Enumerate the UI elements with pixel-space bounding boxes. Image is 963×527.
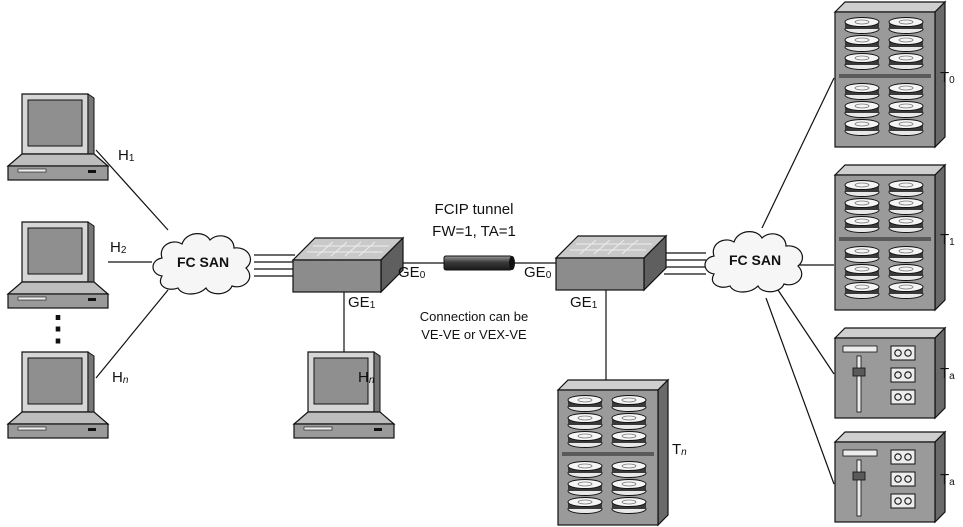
target-letter: T xyxy=(940,365,949,382)
link-h1-san xyxy=(95,149,169,231)
host-letter: H xyxy=(110,239,121,256)
tunnel-pipe-icon xyxy=(443,255,513,271)
target-ta-1: Ta xyxy=(834,327,955,419)
fc-san-right: FC SAN xyxy=(704,230,804,293)
svg-text:Ta: Ta xyxy=(940,471,955,488)
san-label: FC SAN xyxy=(729,252,781,268)
host-subscript: 1 xyxy=(129,153,135,164)
disk-array-icon xyxy=(835,165,945,310)
target-letter: T xyxy=(940,231,949,248)
target-t0: T0 xyxy=(835,2,955,147)
target-subscript: a xyxy=(949,477,955,488)
fcip-tunnel: FCIP tunnel FW=1, TA=1 Connection can be… xyxy=(420,201,528,342)
san-label: FC SAN xyxy=(177,254,229,270)
host-letter: H xyxy=(112,369,123,386)
tape-library-icon xyxy=(834,327,946,419)
laptop-icon xyxy=(7,221,109,309)
target-letter: T xyxy=(672,441,681,458)
target-subscript: a xyxy=(949,371,955,382)
link-sanr-ta1 xyxy=(777,289,835,375)
target-t1: T1 xyxy=(835,165,955,310)
switch-right xyxy=(555,235,667,291)
target-letter: T xyxy=(940,471,949,488)
host-letter: H xyxy=(118,147,129,164)
target-local-right: Tn xyxy=(558,380,687,525)
fc-san-left: FC SAN xyxy=(152,232,252,295)
link-sanr-ta2 xyxy=(765,297,835,485)
target-ta-2: Ta xyxy=(834,431,955,523)
host-hn: Hn xyxy=(7,351,129,439)
switch-left-ge1: GE1 xyxy=(348,294,376,311)
tunnel-end xyxy=(509,256,515,270)
link-sanr-t0 xyxy=(761,77,835,229)
svg-text:T1: T1 xyxy=(940,231,955,248)
links xyxy=(95,77,835,485)
laptop-icon xyxy=(293,351,395,439)
svg-text:Hn: Hn xyxy=(112,369,129,386)
tunnel-params: FW=1, TA=1 xyxy=(432,223,516,240)
host-subscript: n xyxy=(123,375,129,386)
host-h2: H2 xyxy=(7,221,127,309)
switch-left xyxy=(292,237,404,293)
svg-text:H1: H1 xyxy=(118,147,135,164)
svg-text:H2: H2 xyxy=(110,239,127,256)
disk-array-icon xyxy=(558,380,668,525)
host-h1: H1 xyxy=(7,93,135,181)
switch-right-ge1: GE1 xyxy=(570,294,598,311)
svg-text:T0: T0 xyxy=(940,69,955,86)
host-letter: H xyxy=(358,369,369,386)
tape-library-icon xyxy=(834,431,946,523)
disk-array-icon xyxy=(835,2,945,147)
switch-left-ge0: GE0 xyxy=(398,264,426,281)
target-subscript: n xyxy=(681,447,687,458)
tunnel-note-2: VE-VE or VEX-VE xyxy=(421,327,527,342)
svg-text:Ta: Ta xyxy=(940,365,955,382)
switch-icon xyxy=(292,237,404,293)
target-letter: T xyxy=(940,69,949,86)
target-subscript: 0 xyxy=(949,75,955,86)
laptop-icon xyxy=(7,93,109,181)
tunnel-title: FCIP tunnel xyxy=(435,201,514,218)
tunnel-note-1: Connection can be xyxy=(420,309,528,324)
svg-text:Tn: Tn xyxy=(672,441,687,458)
host-subscript: 2 xyxy=(121,245,127,256)
host-subscript: n xyxy=(369,375,375,386)
target-subscript: 1 xyxy=(949,237,955,248)
host-local-left: Hn xyxy=(293,351,395,439)
laptop-icon xyxy=(7,351,109,439)
switch-icon xyxy=(555,235,667,291)
link-hn-san xyxy=(95,289,169,379)
switch-right-ge0: GE0 xyxy=(524,264,552,281)
host-ellipsis: ⋮ xyxy=(41,310,75,348)
svg-text:Hn: Hn xyxy=(358,369,375,386)
